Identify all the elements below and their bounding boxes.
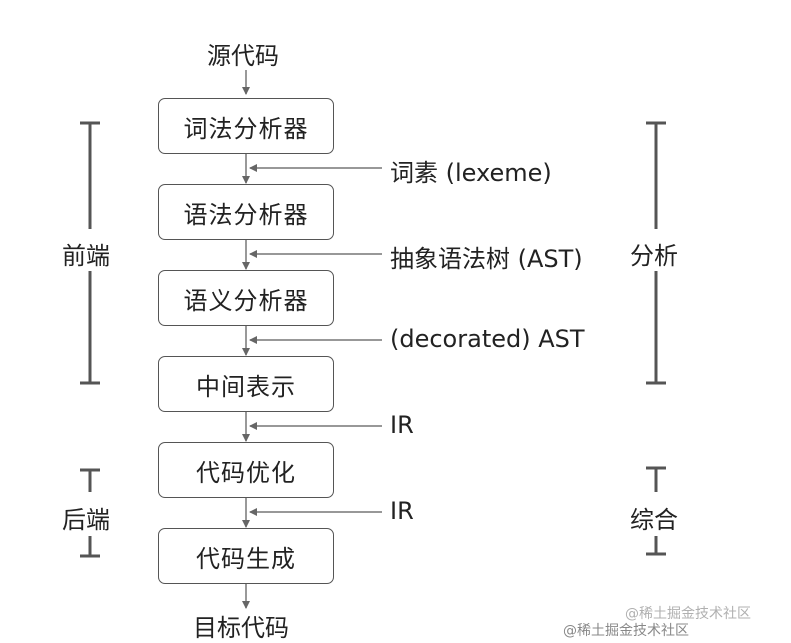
group-frontend-label: 前端 — [62, 242, 110, 270]
group-backend-label: 后端 — [62, 506, 110, 534]
bracket-backend — [80, 468, 100, 558]
stage-lexer-box: 词法分析器 — [158, 98, 334, 154]
intermediate-ir-label-1: IR — [390, 411, 414, 439]
bracket-frontend — [80, 121, 100, 385]
stage-codegen-box: 代码生成 — [158, 528, 334, 584]
intermediate-ast-label: 抽象语法树 (AST) — [390, 245, 583, 273]
stage-semantic-box: 语义分析器 — [158, 270, 334, 326]
watermark-secondary: @稀土掘金技术社区 — [563, 623, 689, 639]
source-code-label: 源代码 — [207, 42, 279, 70]
stage-parser-box: 语法分析器 — [158, 184, 334, 240]
stage-optimizer-box: 代码优化 — [158, 442, 334, 498]
bracket-analysis — [646, 121, 666, 385]
group-synthesis-label: 综合 — [630, 506, 678, 534]
group-analysis-label: 分析 — [630, 242, 678, 270]
intermediate-decorated-ast-label: (decorated) AST — [390, 325, 585, 353]
watermark-primary: @稀土掘金技术社区 — [625, 606, 751, 622]
target-code-label: 目标代码 — [193, 614, 289, 642]
bracket-synthesis — [646, 466, 666, 556]
intermediate-ir-label-2: IR — [390, 497, 414, 525]
intermediate-lexeme-label: 词素 (lexeme) — [390, 159, 552, 187]
stage-ir-box: 中间表示 — [158, 356, 334, 412]
